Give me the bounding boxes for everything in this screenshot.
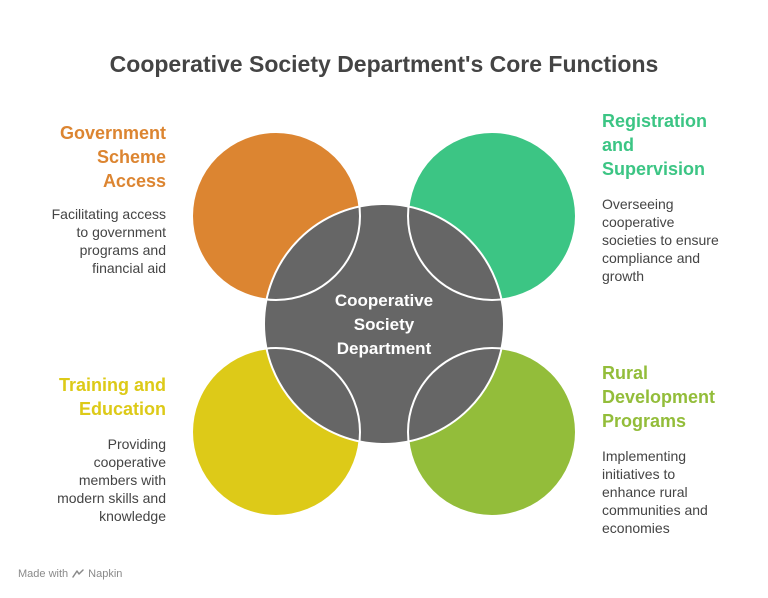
description-training-education: Providing cooperative members with moder… [57, 436, 166, 524]
heading-government-scheme-access: Government Scheme Access [59, 123, 166, 191]
circle-center [263, 203, 505, 445]
description-government-scheme-access: Facilitating access to government progra… [51, 206, 166, 276]
center-label: Cooperative Society Department [304, 289, 464, 361]
center-label-line: Cooperative [334, 291, 434, 310]
heading-rural-development: Rural Development Programs [602, 363, 716, 431]
description-rural-development: Implementing initiatives to enhance rura… [602, 448, 708, 536]
footer-brand: Napkin [88, 568, 123, 580]
center-label-line: Society [353, 315, 415, 334]
heading-registration-supervision: Registration and Supervision [602, 111, 708, 179]
footer-attribution: Made with Napkin [18, 568, 122, 580]
napkin-logo-icon [72, 569, 84, 578]
footer-made-with: Made with [18, 568, 69, 580]
diagram-title: Cooperative Society Department's Core Fu… [109, 51, 659, 77]
description-registration-supervision: Overseeing cooperative societies to ensu… [602, 196, 719, 284]
heading-training-education: Training and Education [58, 375, 166, 419]
center-label-line: Department [336, 339, 432, 358]
